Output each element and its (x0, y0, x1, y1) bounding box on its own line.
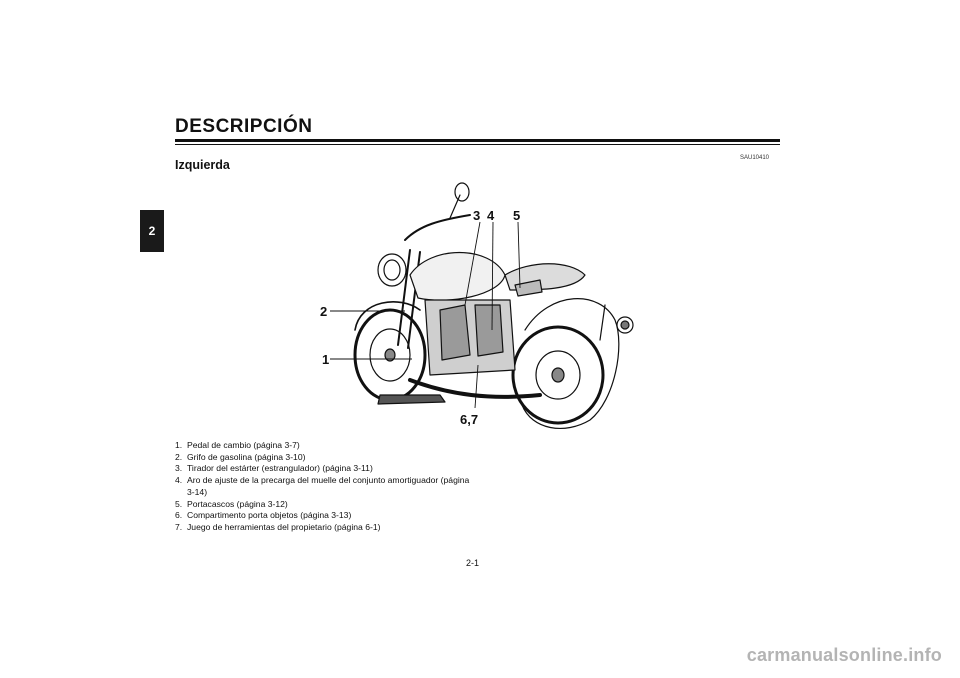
parts-legend: 1.Pedal de cambio (página 3-7) 2.Grifo d… (175, 440, 475, 534)
legend-item: 3.Tirador del estárter (estrangulador) (… (175, 463, 373, 474)
section-subtitle: Izquierda (175, 158, 230, 172)
title-rule-thin (175, 144, 780, 145)
page-number: 2-1 (466, 558, 480, 568)
legend-item: 2.Grifo de gasolina (página 3-10) (175, 451, 306, 462)
page-title: DESCRIPCIÓN (175, 116, 313, 137)
motorcycle-illustration: 2 1 3 4 5 6,7 (320, 182, 634, 429)
legend-item: 6.Compartimento porta objetos (página 3-… (175, 510, 352, 521)
watermark: carmanualsonline.info (746, 645, 942, 665)
legend-item: 1.Pedal de cambio (página 3-7) (175, 440, 300, 450)
callout-1: 1 (322, 352, 329, 367)
callout-4: 4 (487, 208, 495, 223)
reference-code: SAU10410 (740, 155, 770, 161)
legend-item: 7.Juego de herramientas del propietario … (175, 521, 381, 532)
callout-2: 2 (320, 304, 327, 319)
legend-item: 5.Portacascos (página 3-12) (175, 498, 288, 509)
callout-3: 3 (473, 208, 480, 223)
callout-5: 5 (513, 208, 520, 223)
title-rule (175, 139, 780, 142)
chapter-tab: 2 (140, 210, 164, 252)
legend-item: 4.Aro de ajuste de la precarga del muell… (175, 475, 470, 497)
callout-6-7: 6,7 (460, 412, 478, 427)
